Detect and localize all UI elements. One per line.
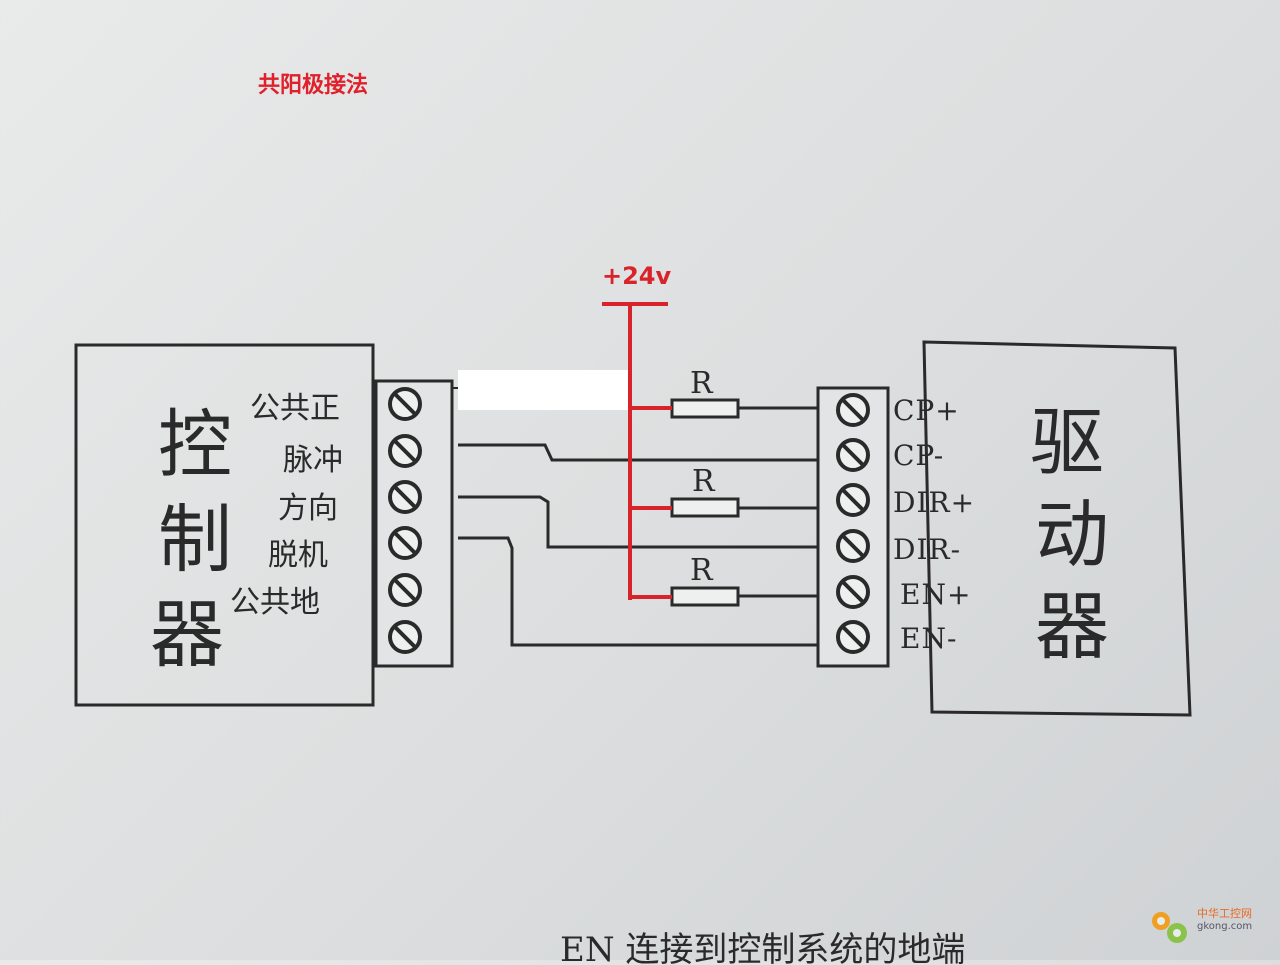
resistor-2	[670, 497, 740, 518]
wire-pulse-to-cp-minus	[458, 443, 818, 462]
controller-terminal-label-offline: 脱机	[268, 538, 328, 573]
driver-terminal-screw-slot-4	[841, 534, 865, 558]
driver-terminal-screw-slot-1	[841, 398, 865, 422]
driver-terminal-label-en-plus: EN+	[900, 578, 971, 611]
controller-terminal-screw-slot-6	[393, 625, 417, 649]
resistor-2-label: R	[692, 464, 716, 499]
controller-box	[74, 343, 375, 707]
controller-terminal-label-pulse: 脉冲	[283, 443, 343, 478]
wire-offline-to-en-minus	[458, 536, 818, 647]
controller-terminal-frame	[374, 379, 454, 668]
watermark-site: gkong.com	[1197, 921, 1253, 932]
watermark: 中华工控网 gkong.com	[1145, 905, 1275, 950]
controller-terminal-screw-slot-3	[393, 485, 417, 509]
driver-terminal-label-dir-plus: DIR+	[893, 486, 975, 519]
driver-terminal-label-en-minus: EN-	[900, 622, 957, 655]
controller-terminal-screw-slot-1	[393, 392, 417, 416]
controller-char-3: 器	[150, 592, 224, 678]
driver-terminal-screw-slot-6	[841, 625, 865, 649]
white-cover-patch	[458, 370, 630, 410]
driver-char-3: 器	[1035, 584, 1109, 670]
driver-char-1: 驱	[1030, 400, 1104, 486]
resistor-1	[670, 398, 740, 419]
driver-terminal-block	[816, 386, 890, 668]
signal-wires	[458, 406, 818, 647]
gear-icon	[1152, 912, 1187, 943]
positive-supply-bus	[602, 302, 672, 600]
driver-terminal-screw-slot-5	[841, 580, 865, 604]
controller-terminal-screw-slot-2	[393, 439, 417, 463]
controller-terminal-screw-slot-4	[393, 531, 417, 555]
driver-char-2: 动	[1035, 492, 1109, 578]
driver-box	[922, 340, 1192, 717]
bottom-cutoff-text: EN 连接到控制系统的地端	[0, 925, 1280, 965]
driver-terminal-frame	[816, 386, 890, 668]
resistor-3	[670, 586, 740, 607]
controller-char-1: 控	[158, 402, 232, 488]
driver-terminal-label-cp-plus: CP+	[893, 394, 960, 427]
resistor-3-label: R	[690, 553, 714, 588]
supply-voltage-label: +24v	[602, 262, 672, 290]
controller-char-2: 制	[158, 497, 232, 583]
driver-block: 驱 动 器 CP+ CP- DIR+ DIR- EN+ EN-	[893, 340, 1192, 717]
wire-direction-to-dir-minus	[458, 495, 818, 549]
controller-terminal-label-common-ground: 公共地	[230, 585, 320, 620]
driver-terminal-screw-slot-3	[841, 488, 865, 512]
controller-terminal-screw-slot-5	[393, 578, 417, 602]
driver-terminal-label-cp-minus: CP-	[893, 439, 944, 472]
bottom-text: EN 连接到控制系统的地端	[560, 930, 965, 965]
controller-block: 控 制 器 公共正 脉冲 方向 脱机 公共地	[74, 343, 375, 707]
watermark-cn: 中华工控网	[1197, 907, 1252, 920]
resistors: R R R	[670, 366, 740, 607]
driver-terminal-screw-slot-2	[841, 443, 865, 467]
resistor-1-label: R	[690, 366, 714, 401]
diagram-title: 共阳极接法	[258, 73, 368, 98]
controller-terminal-block	[374, 379, 458, 668]
controller-terminal-label-common-positive: 公共正	[250, 391, 340, 426]
driver-terminal-label-dir-minus: DIR-	[893, 533, 961, 566]
controller-terminal-label-direction: 方向	[278, 491, 338, 526]
